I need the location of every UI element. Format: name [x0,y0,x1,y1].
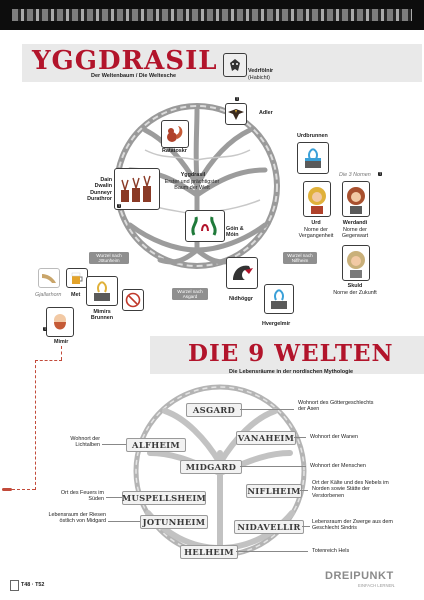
helheim-line [236,551,308,552]
hawk-icon [223,53,247,77]
yggdrasil-desc: Erster und prächtigster Baum der Welt [164,179,220,192]
mimirs-well-icon [86,276,118,306]
world-jotunheim: JOTUNHEIM [140,515,208,529]
connector-line-h [35,360,62,361]
jotunheim-desc: Lebensraum der Riesen östlich von Midgar… [48,512,106,525]
werdandi-desc: Norne der Gegenwart [341,227,369,240]
hvergelmir-label: Hvergelmir [262,321,291,327]
worlds-title: DIE 9 WELTEN [188,340,394,367]
world-midgard: MIDGARD [180,460,242,474]
mead-icon [66,268,88,288]
well-icon [297,142,329,174]
niflheim-line [300,490,308,491]
muspellsheim-line [106,497,122,498]
connector-line-h2 [12,489,35,490]
root-asgard-tag: Wurzel nach Asgard [172,288,208,300]
urd-desc: Norne der Vergangenheit [298,227,334,240]
worlds-subtitle: Die Lebensräume in der nordischen Mythol… [229,369,354,375]
connector-line-v1 [61,346,62,360]
urd-portrait-icon [303,181,331,217]
niflheim-desc: Ort der Kälte und des Nebels im Norden s… [312,480,389,499]
helheim-desc: Totenreich Hels [312,548,350,554]
werdandi-portrait-icon [342,181,370,217]
root-nifheim-tag: Wurzel nach Niflheim [283,252,317,264]
urd-label: Urd [311,220,321,226]
page-refs: T48 · T52 [21,582,45,588]
skuld-label: Skuld [347,283,363,289]
mimir-label: Mimir [54,339,69,345]
gjallarhorn-label: Gjallarhorn [35,292,62,298]
deer-icon [114,168,160,210]
page-subtitle: Der Weltenbaum / Die Weltesche [91,73,177,79]
title-banner [22,44,422,82]
mimir-portrait-icon [46,307,74,337]
brand-logo: DREIPUNKT [325,570,394,582]
vedrfolnir-label: Vedrfölnir [248,68,274,74]
muspellsheim-desc: Ort des Feuers im Süden [60,490,104,503]
world-alfheim: ALFHEIM [126,438,186,452]
nidavellir-line [302,526,310,527]
connector-end-dot [2,488,12,491]
urdbrunnen-label: Urdbrunnen [297,133,328,139]
mimir-badge: T [43,327,48,332]
nidavellir-desc: Lebensraum der Zwerge aus dem Geschlecht… [312,519,393,532]
world-helheim: HELHEIM [180,545,238,559]
vedrfolnir-note: (Habicht) [248,75,270,81]
werdandi-label: Werdandi [342,220,368,226]
root-jotunheim-tag: Wurzel nach Jötunheim [89,252,129,264]
mimirs-brunnen-label: Mimirs Brunnen [90,309,114,322]
jotunheim-line [108,521,140,522]
horn-icon [38,268,60,288]
deer-names: Dain Dwalin Dunneyr Durathror [87,177,112,202]
world-asgard: ASGARD [186,403,242,417]
world-muspellsheim: MUSPELLSHEIM [121,491,207,505]
forbidden-icon [122,289,144,311]
vanaheim-line [294,437,306,438]
skuld-portrait-icon [342,245,370,281]
adler-label: Adler [259,110,273,116]
deer-badge: T [117,204,122,209]
skuld-desc: Norne der Zukunft [333,290,377,296]
yggdrasil-label: Yggdrasil [180,172,206,178]
celtic-knot-border [12,9,412,21]
eagle-icon [225,103,247,125]
alfheim-desc: Wohnort der Lichtalben [70,436,100,449]
snakes-icon [185,210,225,242]
nornen-title: Die 3 Nornen [339,172,371,178]
ratatoskr-label: Ratatoskr [162,148,187,154]
midgard-line [240,466,306,467]
nidhoggr-label: Nidhöggr [229,296,253,302]
connector-line-v2 [35,360,36,490]
worlds-banner [150,336,424,374]
world-nidavellir: NIDAVELLIR [234,520,304,534]
hvergelmir-well-icon [264,284,294,314]
page-title: YGGDRASIL [32,46,218,76]
midgard-desc: Wohnort der Menschen [310,463,366,469]
asgard-line [240,409,294,410]
page-icon [10,580,19,591]
brand-tagline: EINFACH LERNEN. [358,583,396,588]
asgard-desc: Wohnort des Göttergeschlechts der Asen [298,400,374,413]
adler-badge: T [235,97,240,102]
dragon-icon [226,257,258,289]
goin-label: Góin & Móin [226,226,244,239]
vanaheim-desc: Wohnort der Wanen [310,434,358,440]
world-vanaheim: VANAHEIM [236,431,296,445]
squirrel-icon [161,120,189,148]
world-niflheim: NIFLHEIM [246,484,302,498]
nornen-badge: T [378,172,383,177]
alfheim-line [102,444,126,445]
met-label: Met [71,292,81,298]
